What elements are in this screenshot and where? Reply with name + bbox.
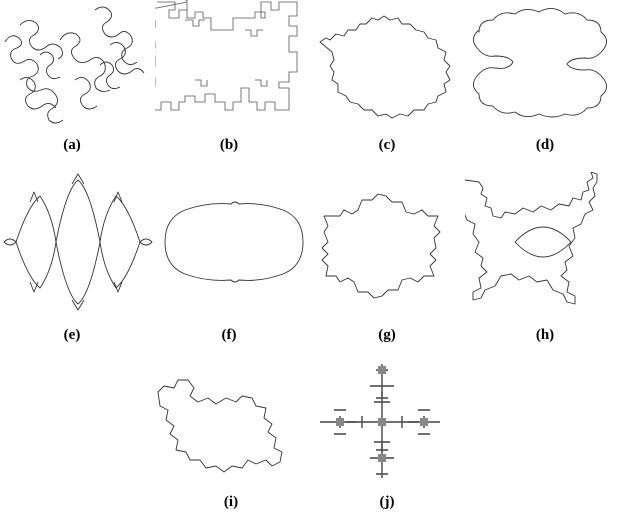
vicsek-cross-fractal xyxy=(320,364,440,478)
snowflake-variant-fractal xyxy=(319,15,451,119)
caption-d: (d) xyxy=(535,137,555,153)
caption-a: (a) xyxy=(63,137,81,153)
panel-i xyxy=(150,362,310,487)
caption-j: (j) xyxy=(379,494,395,510)
panel-f xyxy=(155,172,310,312)
smooth-oval-fractal xyxy=(164,201,304,283)
panel-e xyxy=(0,172,155,312)
panel-g xyxy=(310,172,465,312)
gosper-island-fractal xyxy=(157,379,283,473)
caption-h: (h) xyxy=(535,327,555,343)
quadratic-koch-fractal xyxy=(155,0,298,111)
caption-i: (i) xyxy=(223,494,239,510)
koch-snowflake-fractal xyxy=(321,193,441,299)
caption-b: (b) xyxy=(219,137,239,153)
caption-c: (c) xyxy=(378,137,396,153)
julia-set-chain-fractal xyxy=(3,173,153,311)
panel-d xyxy=(465,0,622,125)
caption-f: (f) xyxy=(221,327,237,343)
rough-julia-set-fractal xyxy=(465,172,598,305)
caption-e: (e) xyxy=(63,327,81,343)
panel-b xyxy=(155,0,310,125)
panel-c xyxy=(310,0,465,125)
caption-g: (g) xyxy=(378,327,396,343)
panel-j xyxy=(310,362,470,487)
cloud-fractal xyxy=(473,8,607,118)
panel-a xyxy=(0,0,155,125)
dragon-curve-fractal xyxy=(4,6,145,124)
panel-h xyxy=(465,172,622,312)
